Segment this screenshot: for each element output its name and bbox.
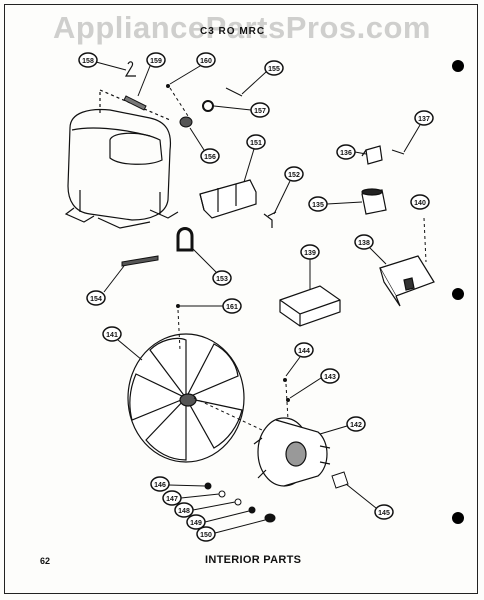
part-157-ring	[202, 100, 214, 112]
page-number: 62	[40, 556, 51, 566]
part-142-motor	[253, 417, 331, 487]
callout-156-label: 156	[204, 154, 216, 161]
callout-152-label: 152	[288, 172, 300, 179]
part-141-fan-blade	[127, 333, 245, 463]
callout-140-label: 140	[414, 200, 426, 207]
callout-149-label: 149	[190, 520, 202, 527]
part-160-screw	[166, 84, 170, 88]
part-138-control-box	[379, 255, 435, 307]
callout-137-label: 137	[418, 116, 430, 123]
part-156-cap	[179, 116, 193, 128]
callout-144-label: 144	[298, 348, 310, 355]
callout-144: 144	[285, 342, 314, 377]
callout-139-label: 139	[304, 250, 316, 257]
callout-138: 138	[354, 234, 387, 265]
callout-142: 142	[319, 416, 366, 435]
callout-141-label: 141	[106, 332, 118, 339]
callout-135-label: 135	[312, 202, 324, 209]
part-151-bracket	[199, 179, 257, 219]
callout-157-label: 157	[254, 108, 266, 115]
callout-140: 140	[410, 194, 430, 210]
callout-148-label: 148	[178, 508, 190, 515]
callout-160: 160	[169, 52, 216, 85]
callout-159: 159	[137, 52, 166, 97]
part-136-relay	[361, 145, 383, 165]
part-145-bracket	[331, 471, 349, 489]
binder-hole-middle	[452, 288, 464, 300]
callout-150: 150	[196, 519, 266, 542]
callout-155: 155	[241, 60, 284, 95]
diagram-caption: INTERIOR PARTS	[205, 554, 302, 566]
callout-135: 135	[308, 196, 363, 212]
callout-147-label: 147	[166, 496, 178, 503]
callout-151-label: 151	[250, 140, 262, 147]
callout-160-label: 160	[200, 58, 212, 65]
callout-153-label: 153	[216, 276, 228, 283]
hardware-stack	[204, 482, 276, 523]
callout-161-label: 161	[226, 304, 238, 311]
callout-138-label: 138	[358, 240, 370, 247]
callout-143-label: 143	[324, 374, 336, 381]
part-139-capacitor-block	[279, 285, 341, 327]
callout-141: 141	[102, 326, 143, 361]
callout-139: 139	[300, 244, 320, 290]
callout-150-label: 150	[200, 532, 212, 539]
part-155-wire	[225, 87, 243, 97]
callout-153: 153	[191, 247, 232, 286]
callout-143: 143	[289, 368, 340, 399]
part-159-grommet	[123, 95, 147, 111]
page-border	[4, 4, 478, 594]
callout-151: 151	[243, 134, 266, 183]
callout-136: 136	[336, 144, 367, 160]
header-fragment: C3 RO MRC	[200, 26, 266, 37]
callout-159-label: 159	[150, 58, 162, 65]
callout-158: 158	[78, 52, 127, 71]
callout-148: 148	[174, 501, 236, 518]
callout-154-label: 154	[90, 296, 102, 303]
callout-137: 137	[403, 110, 434, 153]
binder-hole-bottom	[452, 512, 464, 524]
callout-136-label: 136	[340, 150, 352, 157]
callout-154: 154	[86, 265, 125, 306]
watermark: AppliancePartsPros.com	[53, 10, 431, 45]
callout-145-label: 145	[378, 510, 390, 517]
part-158-clip	[124, 61, 136, 77]
callout-146: 146	[150, 476, 206, 492]
part-135-capacitor	[361, 188, 387, 215]
part-154-strip	[121, 255, 159, 267]
callout-156: 156	[189, 127, 220, 164]
callout-145: 145	[345, 483, 394, 520]
callout-149: 149	[186, 510, 250, 530]
callout-147: 147	[162, 490, 220, 506]
callout-155-label: 155	[268, 66, 280, 73]
callout-157: 157	[213, 102, 270, 118]
callout-142-label: 142	[350, 422, 362, 429]
binder-hole-top	[452, 60, 464, 72]
callout-161: 161	[180, 298, 242, 314]
callout-146-label: 146	[154, 482, 166, 489]
callout-152: 152	[273, 166, 304, 215]
part-153-gasket	[176, 227, 194, 252]
callout-158-label: 158	[82, 58, 94, 65]
